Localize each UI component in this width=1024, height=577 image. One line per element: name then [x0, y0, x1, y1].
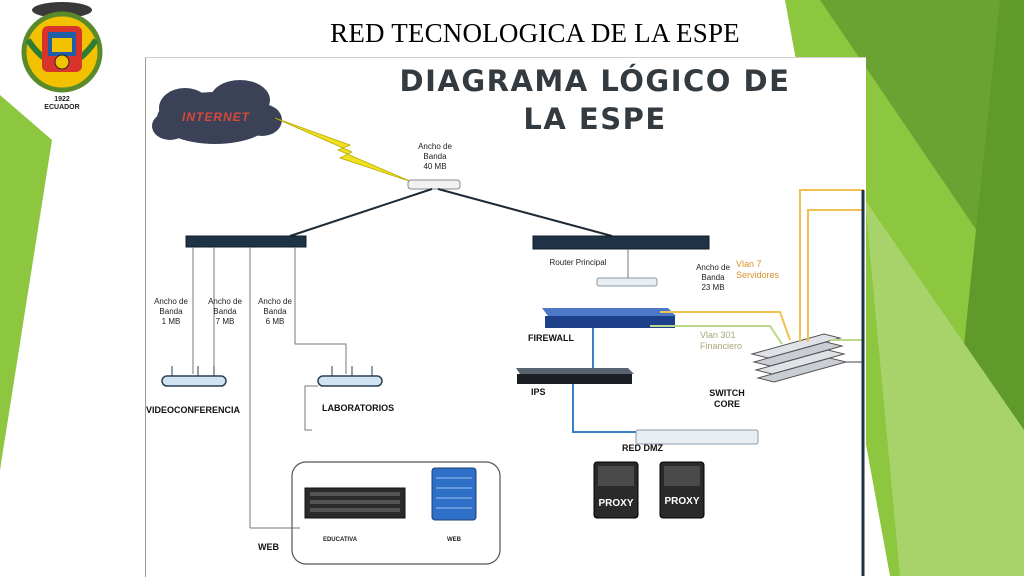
proxy-server-icon-2	[659, 461, 705, 519]
left-switch-icon	[185, 235, 307, 248]
videoconferencia-bus-icon	[161, 366, 227, 387]
laboratorios-label: LABORATORIOS	[322, 403, 395, 413]
proxy-label-2: PROXY	[664, 496, 700, 507]
link-vlan301	[650, 325, 783, 345]
link-vlan7-b	[807, 209, 864, 342]
bandwidth-6mb-label: Ancho de Banda 6 MB	[258, 297, 292, 326]
server-web-label: WEB	[447, 537, 461, 543]
link-vlan7-c	[660, 311, 791, 341]
espe-emblem: 1922 ECUADOR	[6, 0, 118, 120]
switch-core-icon	[750, 333, 848, 383]
firewall-label: FIREWALL	[528, 333, 574, 343]
server-web-icon	[431, 467, 477, 521]
top-router-icon	[407, 179, 461, 190]
link-top-to-left-switch	[289, 188, 433, 237]
internet-cloud-icon	[152, 80, 282, 144]
diagram-title: DIAGRAMA LÓGICO DE LA ESPE	[399, 64, 791, 136]
proxy-server-icon-1	[593, 461, 639, 519]
right-light-shape	[865, 200, 1024, 576]
small-switch-icon	[596, 277, 658, 287]
router-principal-label: Router Principal	[549, 258, 607, 267]
bandwidth-1mb-label: Ancho de Banda 1 MB	[154, 297, 188, 326]
web-servers-enclosure	[291, 461, 501, 565]
router-principal-icon	[532, 235, 710, 250]
link-laboratorios	[294, 247, 347, 374]
red-dmz-switch-icon	[635, 429, 759, 445]
link-top-to-right-switch	[437, 188, 613, 237]
diagram-panel	[145, 57, 866, 577]
firewall-icon	[542, 308, 676, 328]
top-bandwidth-label: Ancho de Banda 40 MB	[418, 142, 452, 171]
bandwidth-7mb-label: Ancho de Banda 7 MB	[208, 297, 242, 326]
videoconferencia-label: VIDEOCONFERENCIA	[146, 405, 241, 415]
vlan7-label: Vlan 7 Servidores	[736, 259, 780, 280]
emblem-text: 1922 ECUADOR	[44, 96, 80, 111]
server-educativa-label: EDUCATIVA	[322, 537, 358, 543]
web-label: WEB	[258, 542, 279, 552]
slide-title: RED TECNOLOGICA DE LA ESPE	[330, 18, 740, 48]
proxy-label-1: PROXY	[598, 498, 634, 509]
ips-icon	[516, 368, 634, 384]
laboratorios-bus-icon	[304, 366, 383, 431]
right-green-shape-2	[820, 0, 1024, 300]
vlan301-label: Vlan 301 Financiero	[700, 330, 743, 351]
ips-label: IPS	[531, 387, 546, 397]
switch-core-label: SWITCH CORE	[709, 388, 745, 409]
red-dmz-label: RED DMZ	[622, 443, 663, 453]
right-bandwidth-label: Ancho de Banda 23 MB	[696, 263, 730, 292]
left-green-triangle	[0, 95, 52, 470]
link-vlan7-a	[799, 189, 864, 342]
link-ips-to-dmz	[572, 384, 640, 433]
server-educativa-icon	[304, 487, 406, 519]
internet-label: INTERNET	[182, 110, 250, 124]
